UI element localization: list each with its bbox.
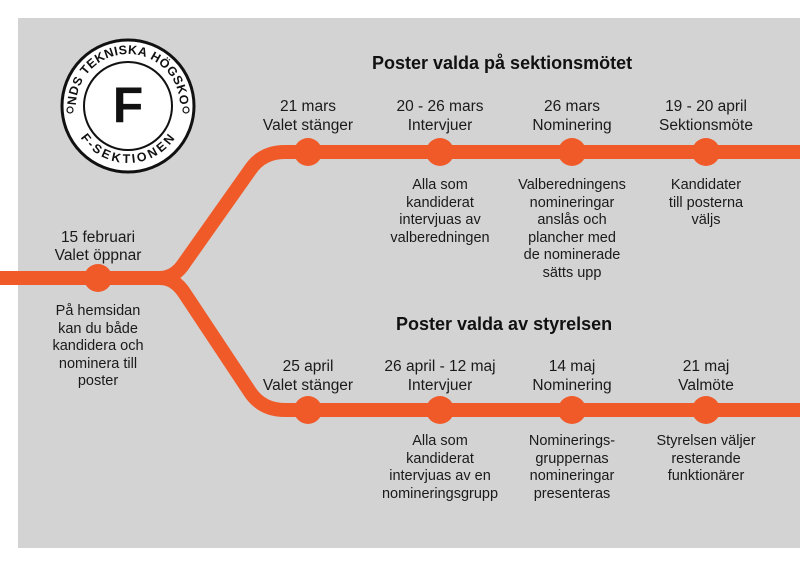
stop-event: Valet stänger <box>262 117 354 134</box>
lower-track-line <box>159 271 800 417</box>
logo-symbol: F <box>113 77 144 133</box>
upper-stop-dot <box>692 138 720 166</box>
lower-track-heading: Poster valda av styrelsen <box>396 314 613 334</box>
logo-ornament-left <box>66 106 74 114</box>
stop-description: Nominerings- gruppernas nomineringar pre… <box>528 433 616 502</box>
stop-event: Sektionsmöte <box>659 117 753 134</box>
stop-description: Alla som kandiderat intervjuas av en nom… <box>381 433 499 502</box>
stop-date: 25 april <box>282 358 334 375</box>
stop-event: Nominering <box>532 377 612 394</box>
stop-description: Alla som kandiderat intervjuas av valber… <box>390 177 490 246</box>
lower-stop-dot <box>692 396 720 424</box>
stop-event: Valet stänger <box>262 377 354 394</box>
f-sektionen-logo: LUNDS TEKNISKA HÖGSKOLA F-SEKTIONEN F <box>58 36 196 174</box>
upper-track-heading: Poster valda på sektionsmötet <box>372 53 633 73</box>
upper-stop-dot <box>426 138 454 166</box>
lower-stop-dot <box>558 396 586 424</box>
upper-stop-dot <box>294 138 322 166</box>
stop-date: 14 maj <box>548 358 596 375</box>
lower-stop-dot <box>294 396 322 424</box>
stop-event: Valmöte <box>678 377 734 394</box>
logo-inner-ring <box>83 61 173 151</box>
stop-date: 21 mars <box>280 98 336 115</box>
start-event: Valet öppnar <box>54 247 142 264</box>
logo-ornament-right <box>182 106 190 114</box>
stop-description: Valberedningens nomineringar anslås och … <box>518 177 626 281</box>
stop-date: 26 april - 12 maj <box>384 358 496 375</box>
stop-event: Nominering <box>532 117 612 134</box>
stop-description: Kandidater till posterna väljs <box>668 177 744 228</box>
stop-event: Intervjuer <box>407 377 473 394</box>
stop-date: 26 mars <box>544 98 600 115</box>
stop-date: 20 - 26 mars <box>396 98 484 115</box>
lower-stop-dot <box>426 396 454 424</box>
upper-stop-dot <box>558 138 586 166</box>
start-date: 15 februari <box>60 229 136 246</box>
stop-date: 21 maj <box>682 358 730 375</box>
start-stop-dot <box>84 264 112 292</box>
stop-description: Styrelsen väljer resterande funktionärer <box>656 433 756 484</box>
stop-date: 19 - 20 april <box>665 98 747 115</box>
stop-event: Intervjuer <box>407 117 473 134</box>
start-description: På hemsidan kan du både kandidera och no… <box>52 303 144 389</box>
